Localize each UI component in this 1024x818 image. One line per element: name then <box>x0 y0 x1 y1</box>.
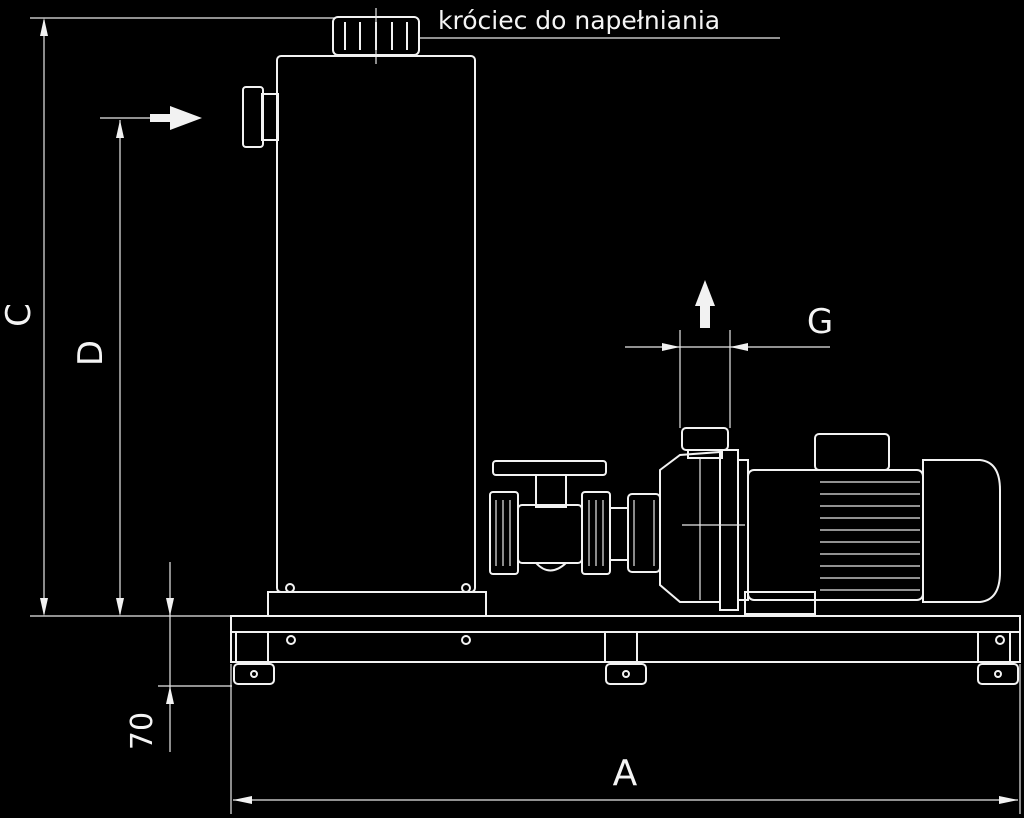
dimension-g: G <box>625 280 833 428</box>
dimension-70: 70 <box>125 562 232 752</box>
ball-valve <box>489 460 661 575</box>
dim-c-label: C <box>0 303 39 327</box>
filling-port-callout: króciec do napełniania <box>30 6 780 39</box>
skid-frame <box>230 615 1021 685</box>
filling-port-label: króciec do napełniania <box>438 6 720 35</box>
dimension-c: C <box>0 18 232 617</box>
tank-base-plate <box>267 583 487 617</box>
tank <box>276 55 476 593</box>
dim-d-label: D <box>71 340 111 366</box>
pump-head <box>659 427 749 611</box>
dim-a-label: A <box>613 753 638 794</box>
dim-70-label: 70 <box>125 712 160 750</box>
pump-motor <box>744 433 1001 615</box>
dim-g-label: G <box>807 302 833 342</box>
inlet-arrow <box>100 106 202 130</box>
inlet-nozzle <box>242 86 279 148</box>
dimension-d: D <box>71 120 124 616</box>
dimension-a: A <box>230 664 1021 814</box>
